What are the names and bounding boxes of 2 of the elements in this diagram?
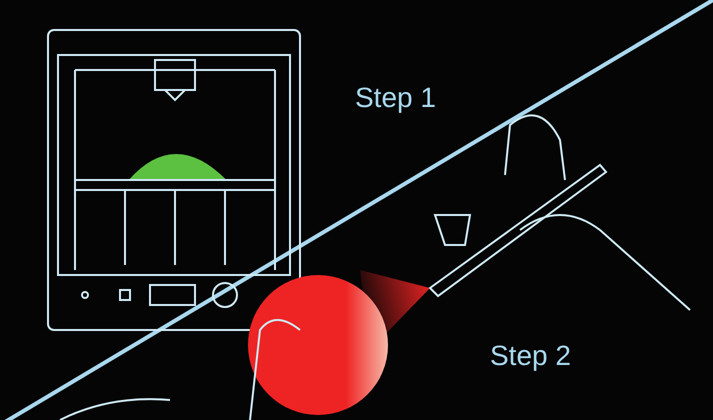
- step-label: Step 2: [490, 342, 571, 370]
- step-label: Step 1: [355, 84, 436, 112]
